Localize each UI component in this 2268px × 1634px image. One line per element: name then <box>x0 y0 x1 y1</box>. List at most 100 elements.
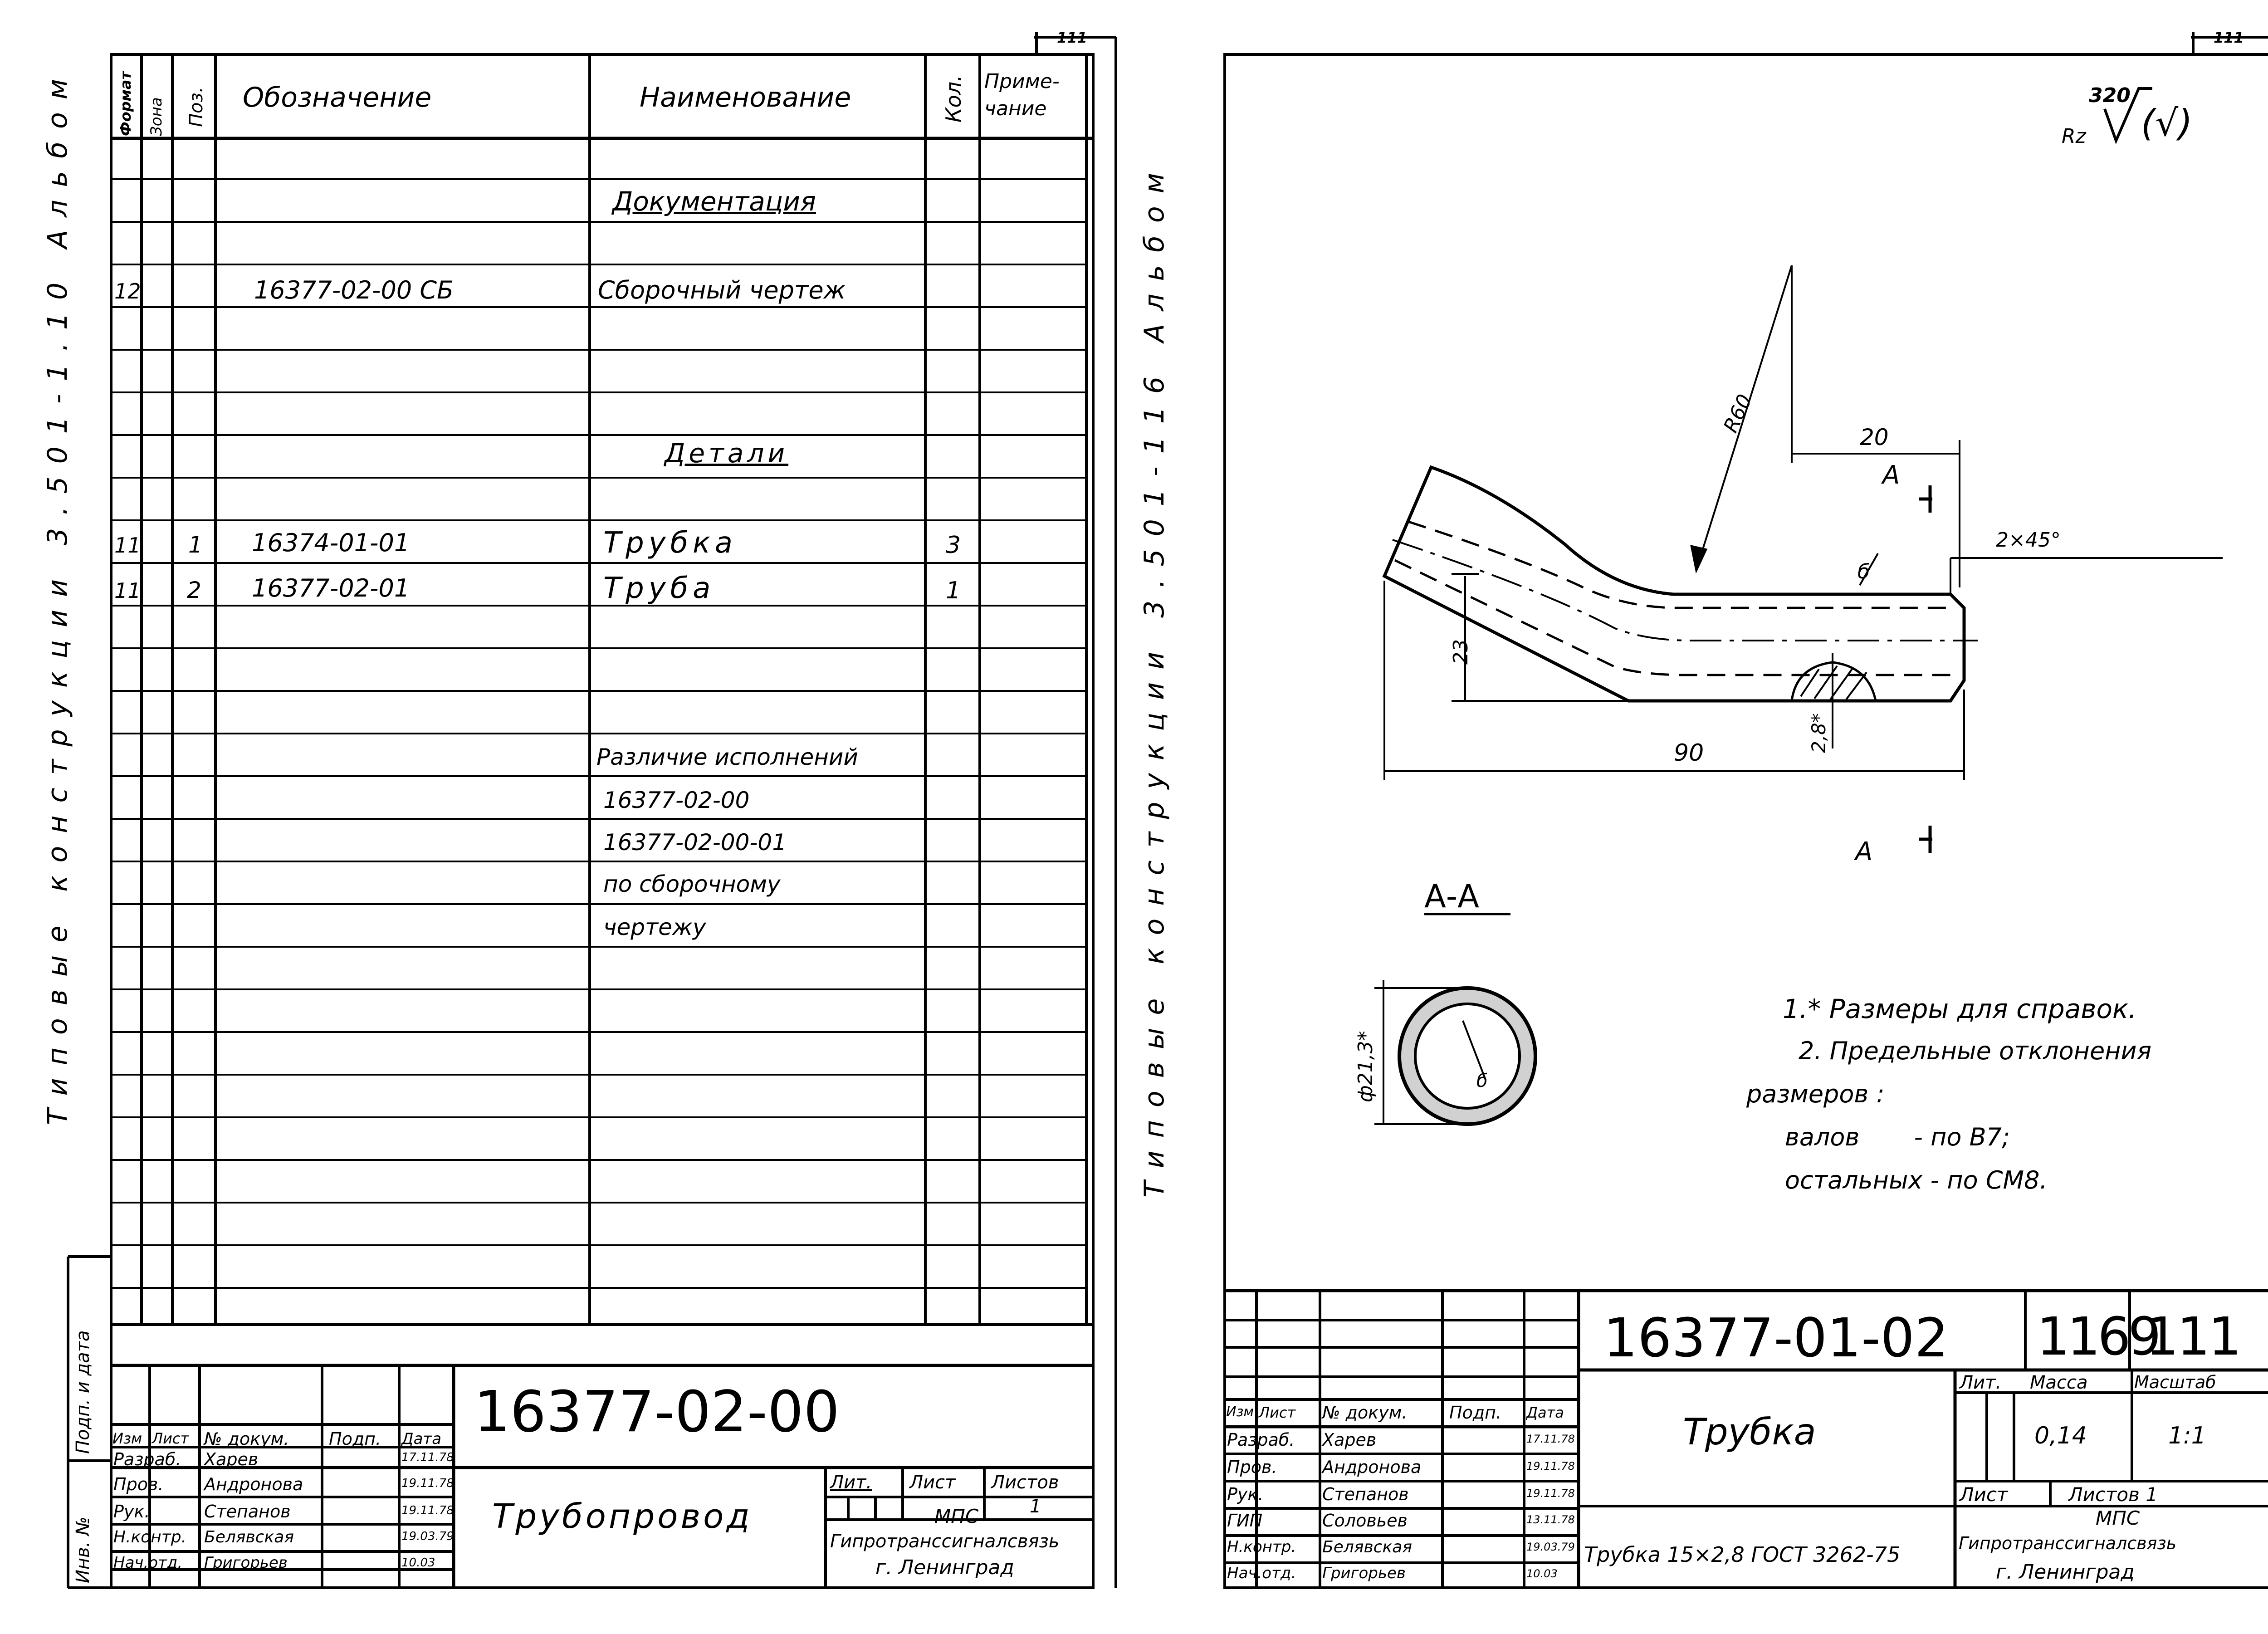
note-line: 1.* Размеры для справок. <box>1783 993 2137 1024</box>
section-b: б <box>1476 1071 1488 1091</box>
tb-date: 17.11.78 <box>1526 1433 1575 1445</box>
row-name: Сборочный чертеж <box>598 276 846 304</box>
tb-mass-label: Масса <box>2030 1372 2088 1393</box>
section-documentation: Документация <box>612 186 816 217</box>
tb-header: Дата <box>1526 1404 1564 1421</box>
tb-role: ГИП <box>1227 1511 1263 1531</box>
tb-org: г. Ленинград <box>875 1556 1014 1579</box>
tb-header: Лист <box>152 1430 189 1447</box>
tb-title: Трубка <box>1683 1411 1816 1453</box>
tb-name: Григорьев <box>204 1554 288 1572</box>
row-qty: 3 <box>946 532 961 559</box>
tb-scale-label: Масштаб <box>2134 1372 2216 1392</box>
note-line: 2. Предельные отклонения <box>1799 1037 2152 1065</box>
difference-note: 16377-02-00 <box>603 787 750 813</box>
tb-org: г. Ленинград <box>1996 1561 2135 1584</box>
dim-top-length: 20 <box>1860 424 1889 450</box>
tb-date: 17.11.78 <box>401 1451 454 1464</box>
tb-role: Разраб. <box>113 1449 181 1469</box>
tb-header: Изм <box>1226 1404 1254 1420</box>
tb-date: 19.11.78 <box>401 1504 454 1517</box>
tb-scale: 1:1 <box>2168 1422 2206 1449</box>
difference-note: по сборочному <box>603 871 781 897</box>
tb-name: Степанов <box>1322 1484 1409 1504</box>
tb-name: Белявская <box>204 1528 294 1546</box>
tb-date: 19.11.78 <box>1526 1487 1575 1500</box>
tb-date: 19.11.78 <box>1526 1460 1575 1473</box>
tb-sheets-label: Листов 1 <box>2068 1483 2158 1506</box>
roughness-value: 320 <box>2089 84 2131 107</box>
doc-number: 16377-02-00 <box>474 1379 840 1445</box>
tb-header: Изм <box>112 1430 142 1447</box>
header-name: Наименование <box>640 82 851 113</box>
tb-material: Трубка 15×2,8 ГОСТ 3262-75 <box>1584 1542 1901 1567</box>
tb-sheet-label: Лист <box>1960 1483 2008 1506</box>
tb-role: Рук. <box>113 1502 150 1521</box>
row-format: 11 <box>114 578 141 603</box>
row-designation: 16377-02-00 СБ <box>254 276 454 304</box>
tb-date: 10.03 <box>401 1556 435 1570</box>
row-format: 12 <box>114 279 141 303</box>
tb-role: Пров. <box>1227 1457 1277 1477</box>
header-note: Приме- чание <box>984 70 1060 120</box>
header-qty: Кол. <box>941 75 966 122</box>
tb-lit-label: Лит. <box>1960 1372 2002 1393</box>
dim-wall: 2,8* <box>1808 713 1830 753</box>
row-designation: 16377-02-01 <box>252 574 410 602</box>
row-pos: 1 <box>188 532 203 558</box>
tb-date: 19.03.79 <box>401 1530 454 1543</box>
section-mark-bottom: А <box>1855 837 1873 866</box>
section-mark-top: А <box>1882 460 1900 490</box>
tb-role: Разраб. <box>1227 1430 1295 1450</box>
tb-lit-label: Лит. <box>830 1472 872 1493</box>
tb-header: Подп. <box>1449 1403 1502 1423</box>
tb-sheets-value: 1 <box>1030 1496 1041 1517</box>
tb-header: № докум. <box>1322 1403 1408 1423</box>
top-mark-left: 111 <box>1057 29 1087 46</box>
tb-header: Лист <box>1259 1404 1296 1421</box>
tb-title: Трубопровод <box>492 1497 753 1536</box>
top-mark-right: 111 <box>2214 29 2244 46</box>
tb-date: 10.03 <box>1526 1567 1558 1580</box>
row-format: 11 <box>114 533 141 558</box>
difference-note: Различие исполнений <box>596 744 858 770</box>
header-zone: Зона <box>147 97 166 136</box>
row-pos: 2 <box>187 577 201 603</box>
section-details: Детали <box>665 438 789 469</box>
row-name: Трубка <box>603 526 737 560</box>
header-format: Формат <box>117 71 134 136</box>
note-line: остальных - по СМ8. <box>1785 1166 2048 1194</box>
tb-date: 13.11.78 <box>1526 1513 1575 1526</box>
tb-name: Белявская <box>1322 1538 1412 1556</box>
tb-header: № докум. <box>204 1429 289 1449</box>
tb-org: Гипротранссигналсвязь <box>1959 1533 2177 1553</box>
dim-diameter: ф21,3* <box>1354 1031 1377 1102</box>
tb-name: Андронова <box>1322 1457 1422 1477</box>
tb-header: Дата <box>401 1430 442 1448</box>
difference-note: 16377-02-00-01 <box>603 829 787 856</box>
row-qty: 1 <box>946 577 961 604</box>
tb-org: МПС <box>2096 1507 2140 1529</box>
dim-b: б <box>1857 560 1870 583</box>
tb-header: Подп. <box>329 1429 381 1449</box>
tb-cell-b: 111 <box>2146 1306 2241 1367</box>
tb-org: Гипротранссигналсвязь <box>830 1531 1060 1552</box>
tb-name: Григорьев <box>1322 1564 1406 1582</box>
left-side-title: Типовые конструкции 3.501-1.10 Альбом <box>42 66 73 1125</box>
dim-length: 90 <box>1674 739 1704 767</box>
margin-sign-date: Подп. и дата <box>73 1330 93 1454</box>
tb-date: 19.11.78 <box>401 1477 454 1490</box>
tb-cell-a: 1169 <box>2037 1306 2161 1367</box>
roughness-suffix: (√) <box>2141 102 2193 144</box>
tb-role: Нач.отд. <box>1227 1564 1296 1582</box>
doc-number: 16377-01-02 <box>1603 1306 1949 1369</box>
tb-name: Степанов <box>204 1502 291 1521</box>
tb-name: Андронова <box>204 1474 303 1494</box>
tb-date: 19.03.79 <box>1526 1541 1575 1553</box>
tb-name: Харев <box>1322 1430 1377 1450</box>
row-name: Труба <box>603 572 715 605</box>
roughness-label: Rz <box>2062 125 2086 148</box>
tb-role: Пров. <box>113 1474 164 1494</box>
header-designation: Обозначение <box>243 82 432 113</box>
